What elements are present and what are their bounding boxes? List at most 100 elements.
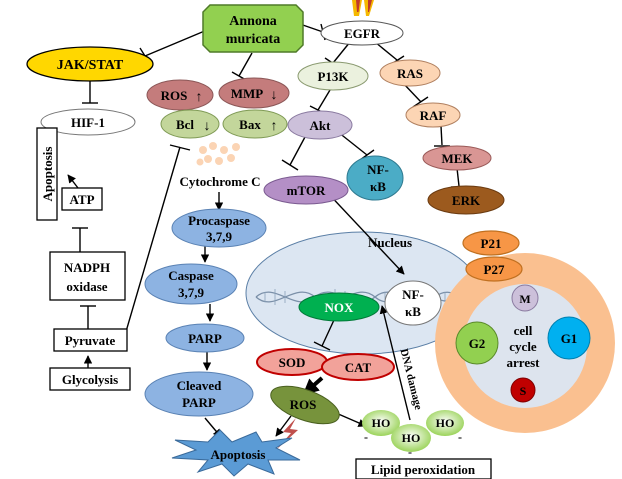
procaspase-node: Procaspase 3,7,9 [171, 208, 267, 248]
cleaved-label-2: PARP [182, 395, 216, 410]
jak-stat-label: JAK/STAT [57, 58, 124, 73]
bcl-label: Bcl [176, 117, 194, 132]
ros-lower-node: ROS [270, 385, 340, 425]
arrest-label-1: cell [514, 323, 533, 338]
jak-stat-node: JAK/STAT [26, 46, 154, 82]
annona-label-1: Annona [229, 14, 276, 29]
apoptosis-starburst: Apoptosis [171, 429, 301, 477]
bax-node: Bax ↑ [222, 109, 288, 139]
dash-center: - [408, 445, 412, 459]
ho-right-label: HO [436, 416, 455, 430]
dash-right: - [458, 430, 462, 444]
mmp-label: MMP [231, 86, 264, 101]
nucleus-label: Nucleus [368, 235, 412, 250]
akt-label: Akt [310, 118, 332, 133]
atp-box: ATP [61, 187, 103, 211]
p21-label: P21 [481, 236, 502, 251]
parp-node: PARP [165, 323, 245, 353]
arrest-label-3: arrest [507, 355, 541, 370]
cell-cycle-arrest-text: cell cycle arrest [507, 323, 541, 370]
ras-label: RAS [397, 66, 423, 81]
caspase-label-1: Caspase [168, 268, 214, 283]
erk-label: ERK [452, 193, 481, 208]
cleaved-label-1: Cleaved [177, 378, 223, 393]
parp-label: PARP [188, 331, 222, 346]
ho-center-blob [391, 424, 431, 452]
ros-lower-label: ROS [290, 397, 317, 412]
nox-node: NOX [298, 292, 380, 322]
ho-right-blob [426, 410, 464, 436]
dash-left: - [364, 430, 368, 444]
pyruvate-label: Pyruvate [65, 333, 116, 348]
lipid-peroxidation-label: Lipid peroxidation [371, 462, 476, 477]
mtor-node: mTOR [263, 175, 349, 205]
hif1-node: HIF-1 [40, 108, 136, 136]
flame-icon [352, 0, 374, 16]
ros-label: ROS [161, 88, 188, 103]
sod-label: SOD [279, 355, 306, 370]
erk-node: ERK [427, 185, 505, 215]
ros-up-arrow: ↑ [196, 90, 203, 105]
akt-node: Akt [287, 110, 353, 140]
nadph-label-2: oxidase [66, 279, 107, 294]
p13k-node: P13K [297, 61, 369, 91]
egfr-node: EGFR [320, 20, 404, 46]
nucleus-nfkb-label-1: NF- [402, 287, 424, 302]
phase-s-node: S [510, 377, 536, 403]
mmp-down-arrow: ↓ [271, 88, 278, 103]
dna-damage-label: DNA damage [398, 347, 425, 411]
lipid-peroxidation-box: Lipid peroxidation [355, 458, 492, 479]
phase-g2-node: G2 [455, 321, 499, 365]
cleaved-parp-node: Cleaved PARP [144, 371, 254, 417]
mtor-label: mTOR [287, 183, 326, 198]
apoptosis-vertical-box: Apoptosis [36, 127, 58, 221]
procaspase-label-2: 3,7,9 [206, 229, 233, 244]
ho-left-blob [362, 410, 400, 436]
lipid-ho-molecule: HO HO HO - - - [362, 410, 464, 459]
ho-left-label: HO [372, 416, 391, 430]
cell-cycle-inner [463, 284, 587, 408]
phase-g1-node: G1 [547, 316, 591, 360]
phase-m-node: M [511, 284, 539, 312]
phase-g2-label: G2 [469, 336, 486, 351]
annona-label-2: muricata [226, 32, 280, 47]
bcl-down-arrow: ↓ [204, 119, 211, 134]
atp-label: ATP [69, 192, 94, 207]
apoptosis-vertical-label: Apoptosis [40, 147, 55, 202]
nfkb-label-1: NF- [367, 162, 389, 177]
egfr-label: EGFR [344, 26, 381, 41]
nox-label: NOX [325, 300, 355, 315]
phase-s-label: S [520, 384, 527, 398]
raf-label: RAF [420, 108, 447, 123]
p27-node: P27 [465, 256, 523, 282]
nadph-label-1: NADPH [64, 260, 110, 275]
nfkb-node: NF- κB [346, 155, 404, 201]
phase-m-label: M [519, 292, 530, 306]
hif1-label: HIF-1 [71, 115, 105, 130]
mmp-node: MMP ↓ [218, 77, 290, 109]
bcl-node: Bcl ↓ [160, 109, 220, 139]
phase-g1-label: G1 [561, 331, 578, 346]
p21-node: P21 [462, 230, 520, 256]
pyruvate-box: Pyruvate [53, 328, 128, 352]
raf-node: RAF [405, 102, 461, 128]
mek-label: MEK [441, 151, 473, 166]
mek-node: MEK [422, 145, 492, 171]
p13k-label: P13K [317, 69, 349, 84]
cytochrome-c-label: Cytochrome C [180, 174, 261, 189]
ros-node: ROS ↑ [146, 79, 214, 111]
ho-center-label: HO [402, 431, 421, 445]
nadph-oxidase-box: NADPH oxidase [49, 251, 126, 301]
sod-node: SOD [256, 348, 328, 376]
annona-muricata-box: Annona muricata [202, 4, 304, 53]
cytochrome-dots [196, 142, 240, 166]
ras-node: RAS [379, 59, 441, 87]
procaspase-label-1: Procaspase [188, 213, 250, 228]
caspase-label-2: 3,7,9 [178, 285, 205, 300]
bax-up-arrow: ↑ [271, 119, 278, 134]
p27-label: P27 [484, 262, 505, 277]
glycolysis-label: Glycolysis [62, 372, 118, 387]
arrest-label-2: cycle [509, 339, 537, 354]
caspase-node: Caspase 3,7,9 [144, 263, 238, 305]
